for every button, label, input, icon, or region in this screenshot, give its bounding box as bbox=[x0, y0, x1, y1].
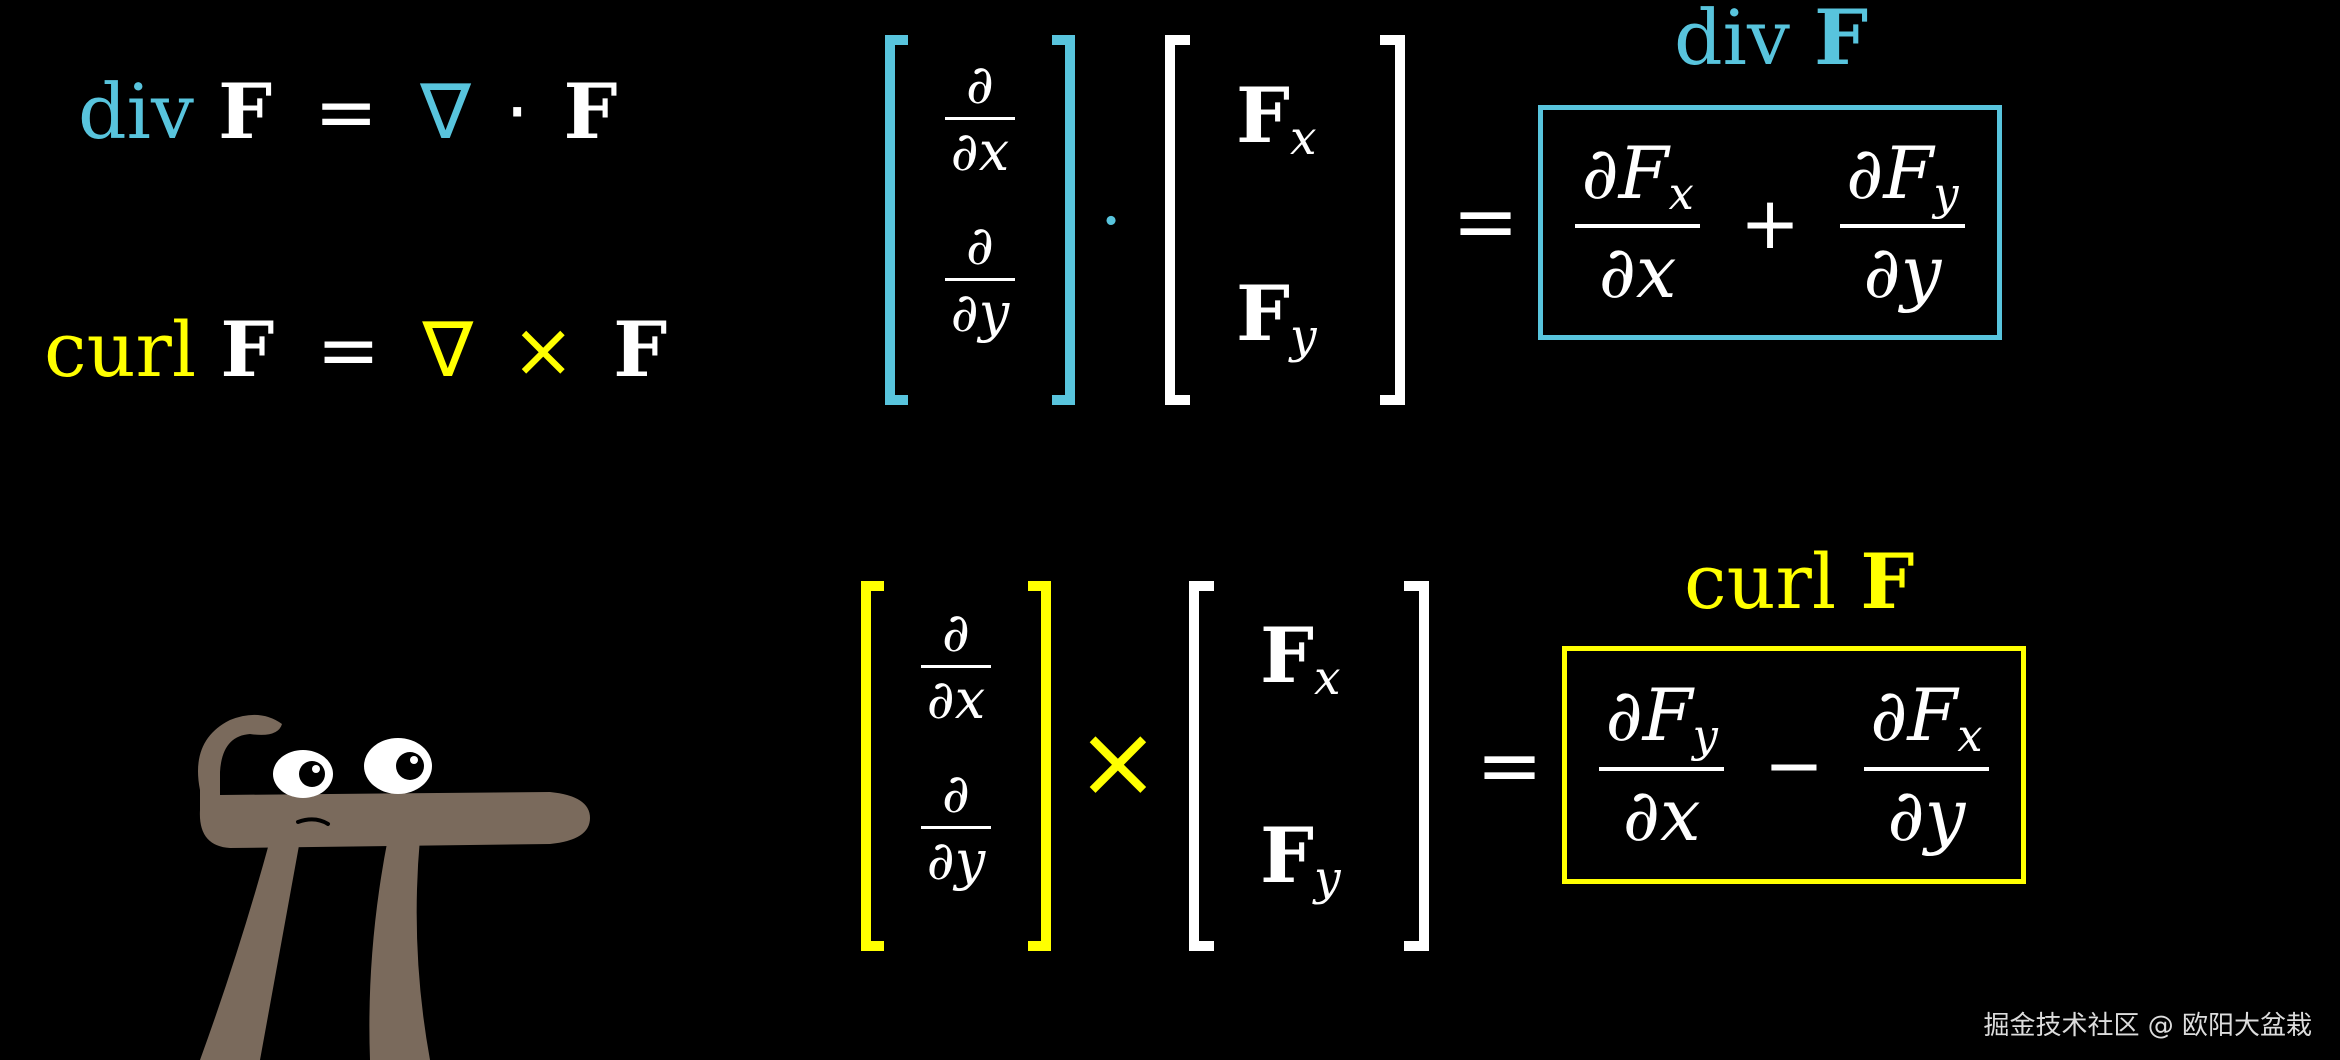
curl-nabla: ∇ bbox=[422, 305, 474, 394]
pi-creature-icon bbox=[198, 714, 590, 1060]
div-nabla-right-bracket bbox=[1052, 35, 1075, 405]
curl-partial-y: ∂ ∂y bbox=[920, 767, 992, 888]
div-plus: + bbox=[1739, 180, 1801, 265]
pi-creature-right-leg bbox=[369, 838, 430, 1060]
curl-nabla-right-bracket bbox=[1028, 581, 1051, 951]
curl-result-equals: = bbox=[1476, 719, 1544, 812]
curl-F-left-bracket bbox=[1189, 581, 1214, 951]
div-Fx: Fx bbox=[1236, 71, 1317, 166]
div-result-box: ∂Fx ∂x + ∂Fy ∂y bbox=[1538, 105, 2002, 340]
div-result-equals: = bbox=[1452, 175, 1520, 268]
curl-term-dFx-dy: ∂Fx ∂y bbox=[1864, 679, 1989, 851]
curl-Fy: Fy bbox=[1260, 811, 1341, 906]
curl-nabla-brackets bbox=[861, 581, 1051, 951]
div-Fy: Fy bbox=[1236, 269, 1317, 364]
div-nabla-entries: ∂ ∂x ∂ ∂y bbox=[880, 58, 1080, 340]
curl-F-brackets bbox=[1189, 581, 1429, 951]
curl-times-operator: × bbox=[1076, 703, 1160, 820]
curl-result-label: curl F bbox=[1684, 537, 1915, 626]
div-vector-F: F bbox=[218, 67, 273, 156]
div-word: div bbox=[78, 67, 194, 156]
div-equals: = bbox=[314, 67, 378, 156]
curl-equals: = bbox=[316, 305, 381, 394]
div-dot: · bbox=[505, 67, 530, 156]
curl-partial-x: ∂ ∂x bbox=[920, 606, 992, 727]
div-partial-x: ∂ ∂x bbox=[944, 58, 1016, 179]
curl-Fx: Fx bbox=[1260, 611, 1341, 706]
div-partial-y: ∂ ∂y bbox=[944, 219, 1016, 340]
pi-creature-top-bar bbox=[198, 714, 590, 848]
watermark: 掘金技术社区 @ 欧阳大盆栽 bbox=[1983, 1011, 2312, 1041]
curl-rhs-F: F bbox=[613, 305, 668, 394]
div-F-right-bracket bbox=[1380, 35, 1405, 405]
curl-definition: curl F = ∇ × F bbox=[44, 312, 667, 388]
pi-creature-mouth bbox=[296, 817, 330, 826]
div-F-left-bracket bbox=[1165, 35, 1190, 405]
div-definition: div F = ∇ · F bbox=[78, 74, 617, 150]
div-result-label: div F bbox=[1674, 0, 1869, 82]
div-term-dFy-dy: ∂Fy ∂y bbox=[1840, 137, 1965, 308]
curl-minus: − bbox=[1763, 723, 1825, 807]
pi-creature-left-leg bbox=[200, 840, 300, 1060]
div-nabla-brackets bbox=[885, 35, 1075, 405]
curl-result-box: ∂Fy ∂x − ∂Fx ∂y bbox=[1562, 646, 2026, 884]
div-rhs-F: F bbox=[563, 67, 618, 156]
curl-F-right-bracket bbox=[1404, 581, 1429, 951]
curl-times: × bbox=[511, 305, 576, 394]
div-F-brackets bbox=[1165, 35, 1405, 405]
curl-vector-F: F bbox=[220, 305, 275, 394]
pi-creature-left-pupil bbox=[299, 761, 325, 787]
div-dot-operator: · bbox=[1100, 180, 1123, 262]
curl-nabla-left-bracket bbox=[861, 581, 884, 951]
curl-term-dFy-dx: ∂Fy ∂x bbox=[1599, 679, 1724, 851]
div-nabla-left-bracket bbox=[885, 35, 908, 405]
curl-word: curl bbox=[44, 305, 197, 394]
div-term-dFx-dx: ∂Fx ∂x bbox=[1575, 137, 1700, 308]
curl-nabla-entries: ∂ ∂x ∂ ∂y bbox=[856, 606, 1056, 888]
pi-creature-right-pupil bbox=[396, 752, 424, 780]
div-nabla: ∇ bbox=[420, 67, 471, 156]
